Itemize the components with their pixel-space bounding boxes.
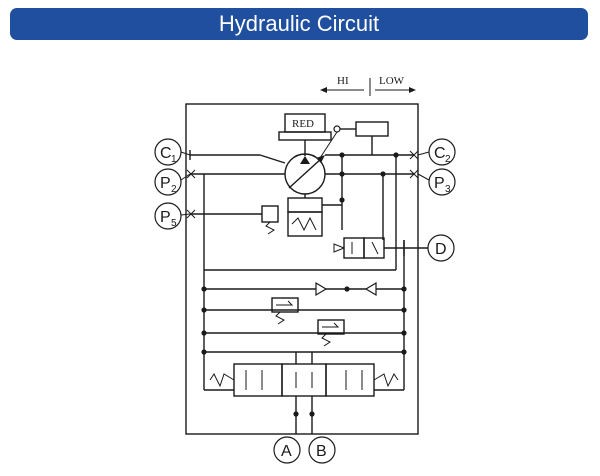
page-title: Hydraulic Circuit (10, 8, 588, 40)
port-a: A (273, 436, 301, 464)
compensator-spring (291, 216, 317, 232)
control-cylinder (355, 121, 389, 137)
hi-arrow-head (320, 87, 327, 93)
low-label: LOW (379, 75, 405, 87)
low-arrow-head (409, 87, 416, 93)
cylinder-pivot (333, 125, 341, 133)
port-p2: P 2 (154, 168, 191, 196)
dcv-right-spring (373, 373, 399, 388)
svg-text:2: 2 (445, 154, 451, 165)
relief-valve-2-spring (321, 333, 331, 347)
port-c1: C 1 (154, 138, 191, 166)
dcv-left-spring (209, 373, 235, 388)
check-valve-1 (315, 281, 328, 297)
pump-outlet-triangle (300, 156, 310, 164)
relief-valve-2-arrow (322, 322, 340, 328)
svg-text:P: P (160, 175, 171, 192)
port-p3: P 3 (417, 168, 456, 196)
relief-valve-2 (317, 319, 345, 335)
compensator-top (287, 197, 323, 213)
port-c2: C 2 (417, 138, 456, 166)
selector-arrow-2 (371, 241, 379, 255)
pump-variable-arrow (288, 157, 323, 189)
relief-valve-1 (271, 297, 299, 313)
hi-label: HI (337, 75, 349, 87)
svg-text:C: C (160, 145, 172, 162)
pump-arrow-head (316, 155, 325, 163)
circuit-frame (185, 103, 419, 435)
svg-text:B: B (316, 443, 327, 460)
relief-valve-1-arrow (276, 300, 294, 306)
dcv-left-block (233, 363, 283, 397)
selector-spring (333, 243, 345, 253)
svg-text:1: 1 (171, 154, 177, 165)
red-box-base (278, 131, 332, 141)
p5-spring (265, 221, 275, 235)
c1-line-bend (259, 154, 286, 164)
relief-valve-1-spring (275, 311, 285, 325)
p5-relief-valve (261, 205, 279, 223)
svg-text:2: 2 (171, 184, 177, 195)
svg-text:P: P (434, 175, 445, 192)
svg-text:C: C (434, 145, 446, 162)
cylinder-link (319, 131, 338, 159)
selector-valve-left (343, 237, 365, 259)
selector-valve-right (363, 237, 385, 259)
svg-text:D: D (435, 241, 447, 258)
compensator-body (287, 211, 323, 237)
red-label: RED (292, 118, 314, 130)
svg-text:A: A (281, 443, 292, 460)
svg-text:3: 3 (445, 184, 451, 195)
dcv-right-block (325, 363, 375, 397)
svg-text:5: 5 (171, 218, 177, 229)
check-valve-2 (364, 281, 377, 297)
port-b: B (308, 436, 336, 464)
port-p5: P 5 (154, 202, 191, 230)
port-d: D (427, 234, 455, 262)
dcv-center-block (281, 363, 327, 397)
svg-text:P: P (160, 209, 171, 226)
